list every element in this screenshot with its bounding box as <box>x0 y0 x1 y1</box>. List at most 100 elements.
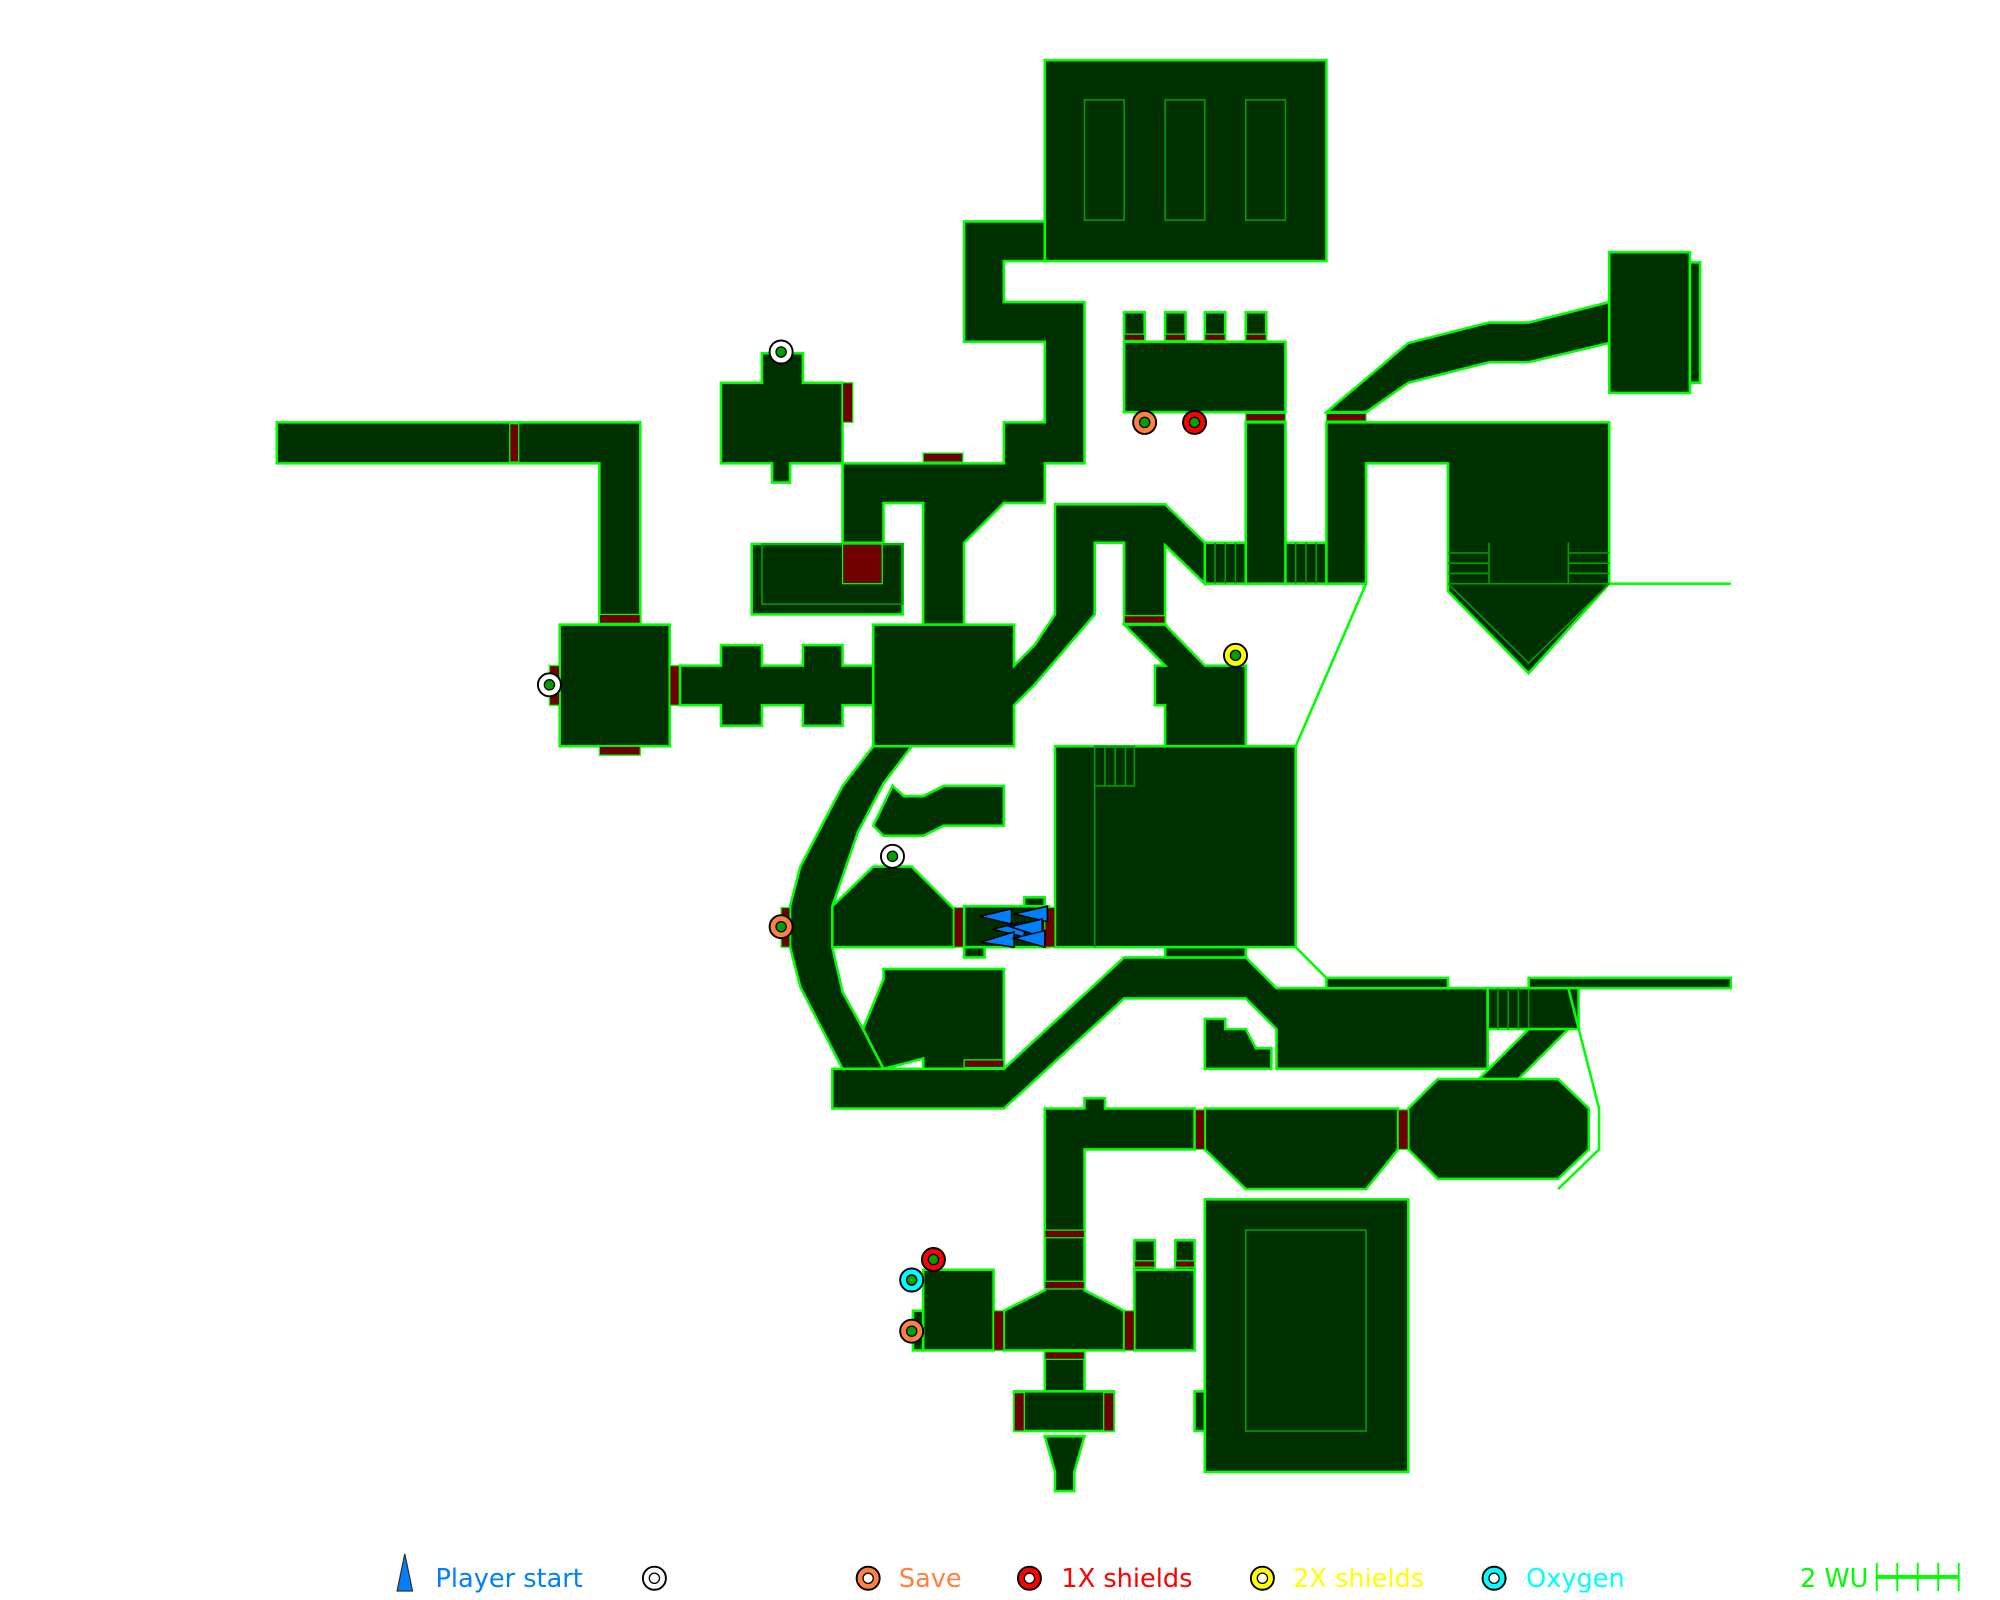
door <box>1123 1310 1136 1352</box>
ramp-diagonal <box>1475 1027 1572 1081</box>
room-small-south <box>1203 1017 1273 1071</box>
items <box>536 339 1248 1344</box>
oxygen-legend-icon <box>1481 1565 1507 1591</box>
alcove <box>962 945 986 959</box>
room-bottom-inner <box>1244 1229 1367 1432</box>
player-starts <box>979 905 1049 949</box>
corridor-diagonal-ne <box>1322 300 1611 414</box>
room-top-pillar <box>1083 99 1125 221</box>
legend-oxygen: Oxygen <box>1526 1564 1625 1594</box>
player-start-icon <box>979 907 1013 926</box>
room-sw <box>921 1268 995 1352</box>
door <box>922 452 964 463</box>
door <box>1103 1392 1115 1432</box>
door <box>953 906 965 948</box>
player-start-icon <box>980 930 1015 949</box>
alcove <box>1023 896 1047 908</box>
door <box>669 664 681 706</box>
lava-tile <box>841 543 883 585</box>
alcove <box>1193 1390 1207 1433</box>
ledge <box>1163 945 1248 959</box>
ledge-far-east <box>1527 976 1733 990</box>
legend-player-start: Player start <box>436 1564 583 1594</box>
player-start-icon <box>1011 929 1046 949</box>
stairs <box>1497 988 1530 1030</box>
door <box>1044 1229 1086 1239</box>
boundary-line <box>1294 583 1368 747</box>
boundary-line <box>1557 987 1601 1191</box>
room-east-inner <box>1447 582 1612 665</box>
save-icon <box>768 914 794 940</box>
room-cross <box>719 352 844 484</box>
save-icon <box>899 1318 925 1344</box>
boundary-line <box>1294 946 1328 979</box>
room-bottom-big <box>1203 1198 1410 1474</box>
item-unknown-icon <box>880 843 905 869</box>
shields-2x-legend-icon <box>1249 1565 1275 1591</box>
room-octagon <box>1407 1077 1591 1181</box>
room-funnel <box>1203 1107 1400 1191</box>
stairs <box>1093 745 1136 787</box>
stairs <box>1448 542 1610 584</box>
door <box>1044 1280 1086 1290</box>
door <box>992 1310 1005 1352</box>
door <box>1133 1260 1156 1268</box>
room-top-pillar <box>1164 99 1206 221</box>
door <box>509 423 520 463</box>
door <box>1325 412 1367 422</box>
legend-1x-shields: 1X shields <box>1061 1564 1192 1594</box>
door <box>1013 1392 1025 1432</box>
legend: Player start Save 1X shields 2X shields … <box>396 1553 1960 1594</box>
door <box>1204 333 1226 342</box>
item-unknown-icon <box>536 672 562 698</box>
room-large-central <box>1053 744 1297 949</box>
room-top <box>1043 58 1328 263</box>
door <box>598 613 641 624</box>
door <box>1123 615 1166 624</box>
shields-1x-legend-icon <box>1016 1565 1042 1591</box>
legend-2x-shields: 2X shields <box>1293 1564 1424 1594</box>
player-start-icon <box>1013 905 1049 923</box>
room-west <box>558 623 672 748</box>
room-triangle <box>831 865 956 949</box>
corridor-west <box>275 421 642 626</box>
room-east <box>1325 421 1611 676</box>
door <box>841 382 854 424</box>
legend-save: Save <box>899 1564 962 1594</box>
player-start-legend-icon <box>396 1553 414 1592</box>
room-top-pillar <box>1244 99 1287 221</box>
room-ne <box>1608 250 1692 395</box>
scale-bar <box>1875 1562 1960 1592</box>
shields-2x-icon <box>1223 642 1248 668</box>
shields-1x-icon <box>1182 409 1208 435</box>
ledge-east <box>1325 976 1450 990</box>
save-legend-icon <box>855 1565 881 1591</box>
corridor-notched <box>678 643 885 728</box>
door <box>1164 333 1187 342</box>
item-unknown-icon <box>768 339 794 365</box>
room-ramp <box>1121 623 1248 748</box>
room-bottom-small <box>1012 1390 1116 1433</box>
funnel-exit <box>1043 1434 1087 1493</box>
room-sunken-inner <box>761 543 904 605</box>
room-battlements <box>1122 340 1287 414</box>
legend-scale-label: 2 WU <box>1800 1564 1868 1594</box>
room-lower-west <box>861 967 1006 1071</box>
door <box>1245 412 1287 422</box>
door <box>963 1059 1005 1069</box>
door <box>1044 1351 1086 1360</box>
door <box>1397 1109 1409 1151</box>
room-se-small <box>1133 1268 1196 1352</box>
door <box>1044 906 1056 948</box>
corridor-vertical <box>1244 421 1287 585</box>
room-ne-ledge <box>1688 261 1702 384</box>
door <box>598 745 641 756</box>
door <box>1245 333 1267 342</box>
save-icon <box>1132 409 1158 435</box>
unknown-legend-icon <box>641 1565 667 1591</box>
stair-block <box>1486 986 1580 1031</box>
corridor-hook <box>871 783 1006 838</box>
corridor-south <box>831 956 1489 1110</box>
oxygen-icon <box>899 1267 925 1293</box>
door <box>1193 1109 1206 1151</box>
